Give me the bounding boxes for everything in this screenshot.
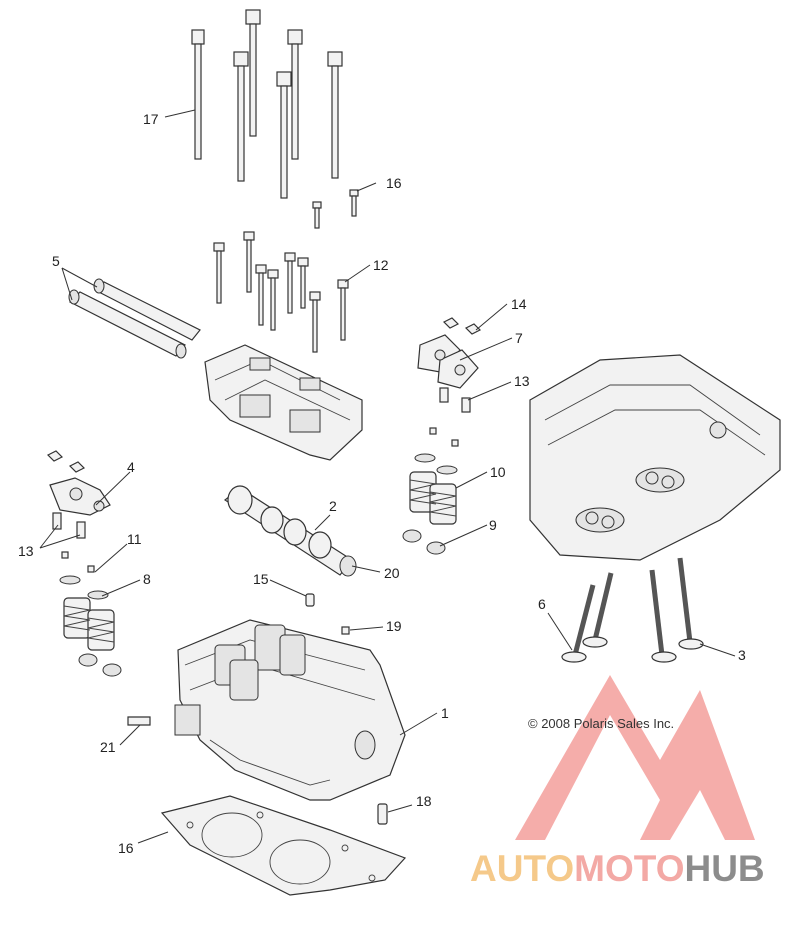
rocker-arm-left — [46, 450, 111, 539]
head-bolts — [191, 9, 343, 199]
valve-springs-left — [59, 551, 122, 677]
callout-14: 14 — [511, 296, 527, 312]
callout-3: 3 — [738, 647, 746, 663]
callout-9: 9 — [489, 517, 497, 533]
callout-numbers: 17 16 12 5 14 7 13 10 9 4 13 11 8 2 20 1… — [18, 111, 746, 856]
callout-19: 18 — [416, 793, 432, 809]
camshaft — [223, 485, 357, 577]
rocker-shafts — [68, 278, 201, 359]
callout-10: 10 — [490, 464, 506, 480]
callout-20: 19 — [386, 618, 402, 634]
callout-11: 11 — [127, 531, 142, 547]
callout-18: 17 — [143, 111, 159, 127]
callout-13-left: 13 — [18, 543, 34, 559]
cylinder-head-lower — [174, 619, 406, 801]
watermark-part-auto: AUTO — [470, 848, 575, 889]
callout-5: 5 — [52, 253, 60, 269]
callout-12: 12 — [373, 257, 389, 273]
callout-2: 2 — [329, 498, 337, 514]
watermark-logo — [515, 675, 755, 840]
watermark-part-moto: MOTO — [574, 848, 685, 889]
callout-4: 4 — [127, 459, 135, 475]
callout-7: 7 — [515, 330, 523, 346]
callout-17: 16 — [386, 175, 402, 191]
cam-carrier — [204, 344, 363, 461]
valve-springs-right — [402, 427, 459, 555]
callout-16: 16 — [118, 840, 134, 856]
callout-6: 6 — [538, 596, 546, 612]
callout-21: 20 — [384, 565, 400, 581]
bolts-12 — [213, 231, 349, 353]
rocker-arms-right — [417, 317, 482, 413]
cylinder-head-right — [529, 354, 781, 561]
callout-15: 15 — [253, 571, 269, 587]
valves — [561, 557, 704, 663]
dowels — [127, 593, 388, 825]
callout-22: 21 — [100, 739, 116, 755]
head-gasket — [160, 795, 407, 896]
small-bolts — [312, 189, 359, 229]
watermark-brand: AUTOMOTOHUB — [470, 848, 765, 890]
watermark-part-hub: HUB — [684, 848, 765, 889]
callout-13-right: 13 — [514, 373, 530, 389]
copyright-text: © 2008 Polaris Sales Inc. — [528, 716, 675, 731]
leader-lines — [39, 109, 736, 844]
callout-1: 1 — [441, 705, 449, 721]
callout-8: 8 — [143, 571, 151, 587]
